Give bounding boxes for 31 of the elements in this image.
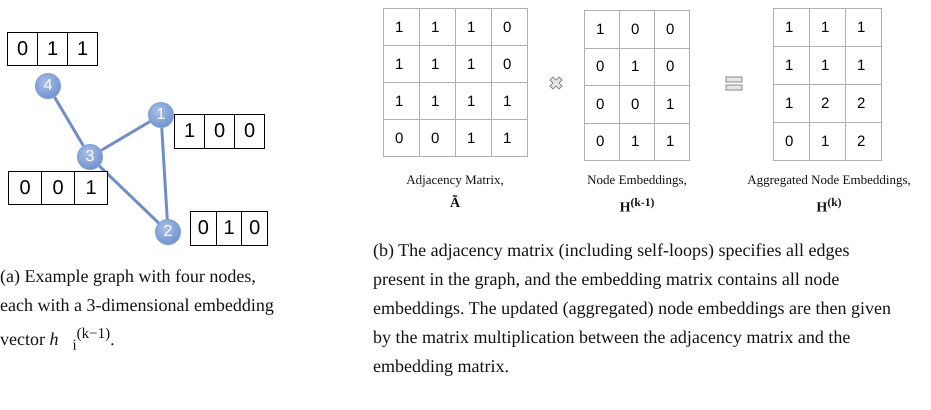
graph-node-circle: 3 [77,144,103,170]
matrix-title: Aggregated Node Embeddings, [746,172,912,188]
matrix-cell: 1 [773,8,810,47]
matrix-cell: 0 [491,8,528,46]
embedding-vector: 0 0 1 [8,171,108,205]
matrix-symbol: H$^{(k-1)}$ [618,196,656,217]
figure-caption: (a) Example graph with four nodes, each with a 3-dimensional embedding vector h⃗$_{i}$$^{(k−1)}$. [0,265,275,356]
matrix-cell: 1 [584,10,620,48]
matrix-cell: 1 [383,8,420,46]
matrix-cell: 0 [654,10,690,48]
matrix-title: Adjacency Matrix, [405,172,505,188]
embedding-vector: 1 0 0 [174,114,265,149]
matrix-cell: 1 [845,8,882,47]
matrix-cell: 0 [773,122,810,161]
figure-caption: (b) The adjacency matrix (including self-loops) specifies all edges present in the graph, and the embedding matrix contains all node embeddings. The updated (aggregated) node embeddings are then given by the matrix multiplication between the adjacency matrix and the embedding matrix. [373,239,892,378]
matrix-symbol: Ã [448,196,462,212]
matrix-cell: 0 [584,122,620,161]
matrix-cell: 0 [383,119,420,157]
graph-node-circle: 4 [35,73,61,99]
graph-node-circle: 2 [155,219,181,245]
graph-edge [53,96,85,147]
graph-edge [98,164,160,224]
graph-edge [100,120,151,152]
graph-edge [160,128,169,220]
matrix-symbol: H$^{(k)}$ [815,196,843,217]
matrix-cell: 1 [654,122,690,161]
embedding-vector: 0 1 0 [190,211,268,246]
graph-node-circle: 1 [148,102,174,128]
matrix-cell: 1 [491,119,528,157]
embedding-vector: 0 1 1 [7,32,98,66]
matrix-cell: 2 [845,122,882,161]
